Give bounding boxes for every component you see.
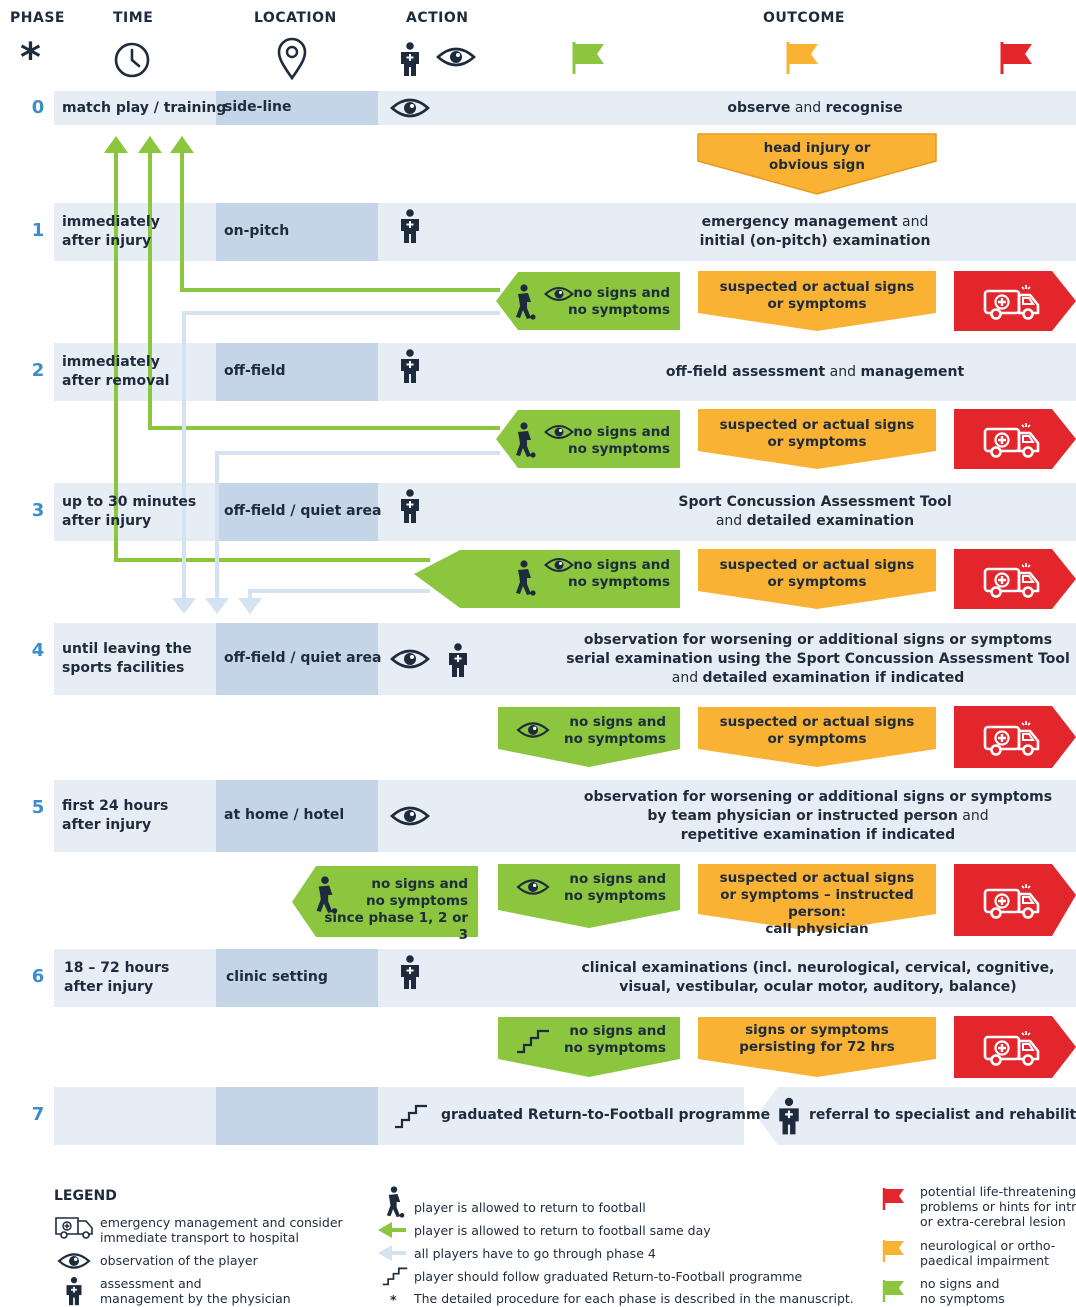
header-location: LOCATION xyxy=(254,10,337,26)
phase-0-outcome: observe and recognise xyxy=(727,100,903,116)
eye-icon xyxy=(436,45,476,69)
phase-4-location-band xyxy=(216,623,378,695)
phase-2-location: off-field xyxy=(224,363,286,379)
physician-icon xyxy=(398,40,422,78)
location-pin-icon xyxy=(278,38,306,80)
phase-1-number: 1 xyxy=(31,220,45,241)
phase-2-number: 2 xyxy=(31,360,45,381)
phase-0-time: match play / training xyxy=(62,100,227,116)
legend-player: player is allowed to return to football xyxy=(414,1200,646,1215)
phase-1-location: on-pitch xyxy=(224,223,290,239)
phase-5-outcome: observation for worsening or additional … xyxy=(583,789,1053,843)
phase-1-location-band xyxy=(216,203,378,261)
phase-4-location: off-field / quiet area xyxy=(224,650,382,666)
phase-7-number: 7 xyxy=(31,1104,45,1125)
phase-0-number: 0 xyxy=(31,97,45,118)
phase-3-location: off-field / quiet area xyxy=(224,503,382,519)
clock-icon xyxy=(114,42,150,78)
phase-2-location-band xyxy=(216,343,378,401)
legend-orange-flag: neurological or ortho-paedical impairmen… xyxy=(920,1238,1056,1268)
header-phase: PHASE xyxy=(10,10,65,26)
phase-3-outcome: Sport Concussion Assessment Tool and det… xyxy=(678,494,952,529)
green-flag-icon xyxy=(572,42,606,76)
legend-stairs: player should follow graduated Return-to… xyxy=(414,1269,803,1284)
phase-4-outcome: observation for worsening or additional … xyxy=(566,632,1070,686)
header-time: TIME xyxy=(113,10,154,26)
phase-6-location: clinic setting xyxy=(226,969,328,985)
phase-7-location-band xyxy=(216,1087,378,1145)
phase-1-outcome: emergency management and initial (on-pit… xyxy=(699,214,931,249)
phase-7-programme: graduated Return-to-Football programme xyxy=(441,1107,771,1123)
legend-blue-arrow: all players have to go through phase 4 xyxy=(414,1246,656,1261)
phase-5-number: 5 xyxy=(31,797,45,818)
phase-5-location-band xyxy=(216,780,378,852)
phase-2-outcome: off-field assessment and management xyxy=(665,364,965,380)
legend-title: LEGEND xyxy=(54,1188,117,1204)
legend-asterisk: * xyxy=(390,1292,397,1307)
phase-3-number: 3 xyxy=(31,500,45,521)
phase-5-location: at home / hotel xyxy=(224,807,345,823)
phase-7-referral: referral to specialist and rehabilitatio… xyxy=(809,1107,1076,1123)
phase-asterisk: * xyxy=(20,35,41,81)
phase-6-outcome: clinical examinations (incl. neurologica… xyxy=(581,960,1055,995)
phase-0-location-band xyxy=(216,91,378,125)
phase-3-location-band xyxy=(216,483,378,541)
header-action: ACTION xyxy=(406,10,469,26)
phase-6-location-band xyxy=(216,949,378,1007)
header-outcome: OUTCOME xyxy=(763,10,845,26)
phase-7-band xyxy=(54,1087,744,1145)
legend-green-arrow: player is allowed to return to football … xyxy=(414,1223,711,1238)
phase-0-location: side-line xyxy=(224,99,292,115)
red-flag-icon xyxy=(1000,42,1034,76)
legend-eye: observation of the player xyxy=(100,1253,258,1268)
phase-4-number: 4 xyxy=(31,640,45,661)
orange-flag-icon xyxy=(786,42,820,76)
phase-6-number: 6 xyxy=(31,966,45,987)
legend-asterisk-note: The detailed procedure for each phase is… xyxy=(414,1291,854,1306)
